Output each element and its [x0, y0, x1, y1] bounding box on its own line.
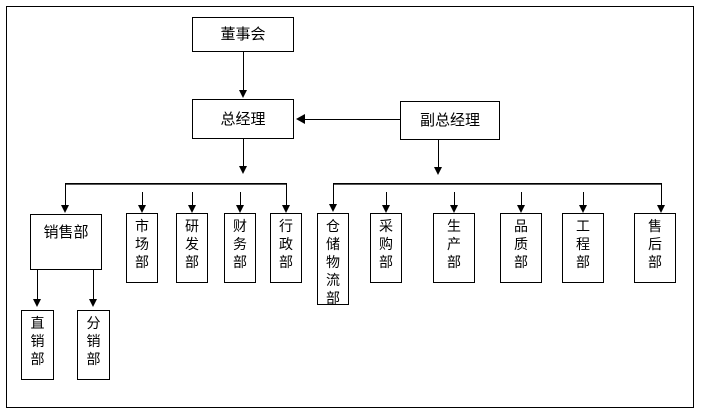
- node-warehouse-logistics-department[interactable]: 仓储物流部: [317, 213, 349, 307]
- node-label: 工程部: [576, 219, 590, 271]
- connector-to-quality: [521, 192, 522, 206]
- node-label: 售后部: [648, 219, 662, 271]
- node-label: 研发部: [185, 219, 199, 271]
- node-marketing-department[interactable]: 市场部: [126, 213, 158, 283]
- node-label: 总经理: [220, 109, 266, 128]
- connector-to-marketing: [142, 192, 143, 206]
- node-procurement-department[interactable]: 采购部: [370, 213, 402, 283]
- node-engineering-department[interactable]: 工程部: [562, 213, 604, 283]
- arrowhead-deputy-to-right-group: [434, 167, 442, 175]
- node-general-manager[interactable]: 总经理: [192, 99, 294, 139]
- arrowhead-deputy-to-gm: [296, 114, 305, 124]
- node-label: 品质部: [514, 219, 528, 271]
- arrowhead-sales-to-direct-sales: [33, 299, 41, 307]
- node-board-of-directors[interactable]: 董事会: [192, 17, 294, 52]
- connector-to-warehouse: [333, 184, 334, 206]
- node-production-department[interactable]: 生产部: [433, 213, 475, 283]
- connector-deputy-to-gm: [305, 119, 400, 120]
- node-label: 采购部: [379, 219, 393, 271]
- connector-sales-to-distribution: [93, 270, 94, 300]
- arrowhead-to-procurement: [382, 205, 390, 213]
- connector-gm-to-left-group: [243, 139, 244, 167]
- connector-to-procurement: [386, 192, 387, 206]
- arrowhead-to-sales: [61, 205, 69, 213]
- connector-to-finance: [240, 192, 241, 206]
- node-aftersales-department[interactable]: 售后部: [634, 213, 676, 283]
- right-group-distribution-bar: [333, 183, 662, 185]
- node-finance-department[interactable]: 财务部: [224, 213, 256, 283]
- arrowhead-board-to-gm: [239, 90, 247, 98]
- connector-board-to-gm: [243, 52, 244, 91]
- arrowhead-to-engineering: [579, 205, 587, 213]
- connector-to-rnd: [192, 192, 193, 206]
- connector-deputy-to-right-group: [438, 140, 439, 168]
- node-label: 仓储物流部: [326, 219, 340, 307]
- arrowhead-to-finance: [236, 205, 244, 213]
- node-label: 直销部: [30, 316, 45, 368]
- node-label: 财务部: [233, 219, 247, 271]
- connector-to-sales: [65, 184, 66, 206]
- node-label: 董事会: [220, 25, 266, 44]
- node-label: 行政部: [279, 219, 293, 271]
- node-sales-department[interactable]: 销售部: [30, 214, 102, 270]
- arrowhead-to-warehouse: [329, 204, 337, 212]
- arrowhead-gm-to-left-group: [239, 166, 247, 174]
- node-label: 生产部: [447, 219, 461, 271]
- connector-to-admin: [286, 184, 287, 206]
- connector-to-engineering: [583, 192, 584, 206]
- arrowhead-sales-to-distribution: [89, 299, 97, 307]
- arrowhead-to-marketing: [138, 205, 146, 213]
- node-deputy-general-manager[interactable]: 副总经理: [400, 101, 500, 140]
- node-label: 副总经理: [419, 111, 480, 130]
- arrowhead-to-quality: [517, 205, 525, 213]
- node-quality-department[interactable]: 品质部: [500, 213, 542, 283]
- node-admin-department[interactable]: 行政部: [270, 213, 302, 283]
- arrowhead-to-admin: [282, 205, 290, 213]
- node-distribution-department[interactable]: 分销部: [77, 310, 110, 380]
- connector-to-production: [454, 192, 455, 206]
- arrowhead-to-rnd: [188, 205, 196, 213]
- left-group-distribution-bar: [65, 183, 287, 185]
- node-direct-sales-department[interactable]: 直销部: [21, 310, 54, 380]
- node-label: 市场部: [135, 219, 149, 271]
- node-label: 销售部: [43, 222, 89, 241]
- node-rnd-department[interactable]: 研发部: [176, 213, 208, 283]
- arrowhead-to-production: [450, 205, 458, 213]
- arrowhead-to-aftersales: [657, 205, 665, 213]
- connector-to-aftersales: [661, 184, 662, 206]
- connector-sales-to-direct-sales: [37, 270, 38, 300]
- node-label: 分销部: [86, 316, 101, 368]
